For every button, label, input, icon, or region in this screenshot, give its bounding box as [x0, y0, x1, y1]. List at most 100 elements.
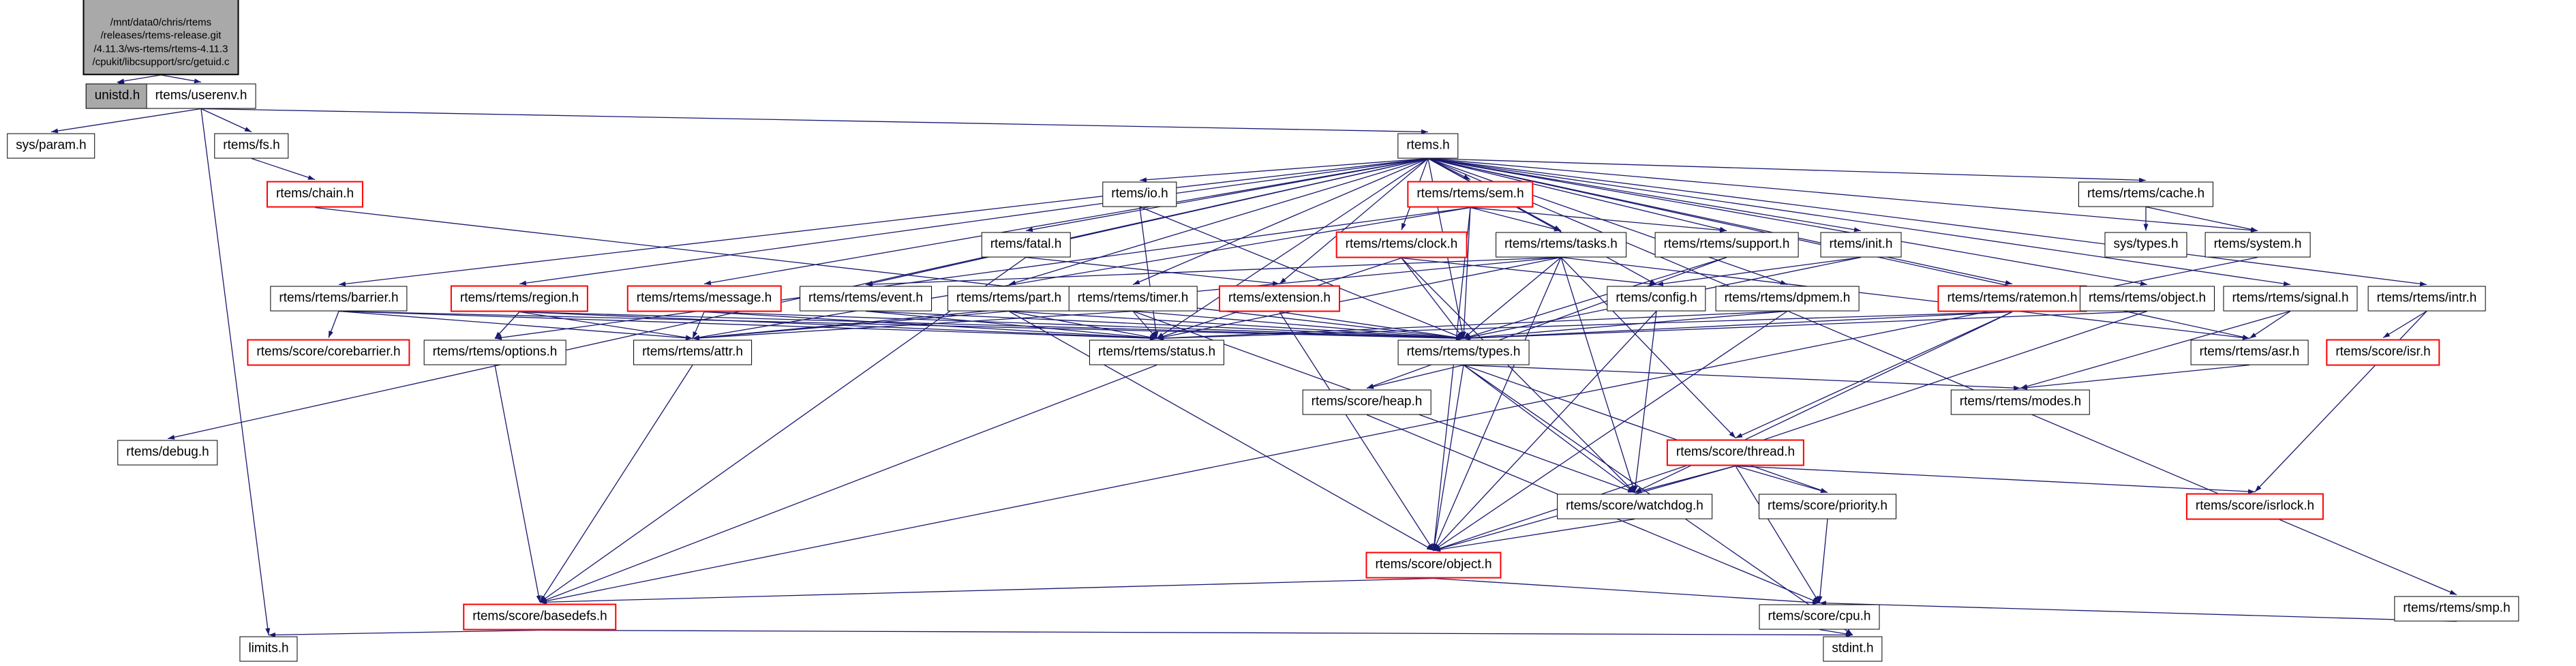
edge-support-rtypes [1463, 256, 1727, 339]
graph-node-smp[interactable]: rtems/rtems/smp.h [2394, 596, 2519, 622]
graph-node-priority[interactable]: rtems/score/priority.h [1759, 494, 1896, 519]
edge-rtypes-modes [1463, 364, 2021, 391]
graph-node-clock[interactable]: rtems/rtems/clock.h [1335, 231, 1468, 258]
graph-node-tasks[interactable]: rtems/rtems/tasks.h [1496, 232, 1626, 258]
edge-basedefs-limits [268, 629, 541, 637]
edge-tasks-thread [1560, 257, 1736, 438]
edge-watchdog-sobject [1433, 518, 1635, 552]
graph-node-timer[interactable]: rtems/rtems/timer.h [1068, 286, 1198, 312]
node-label: rtems/rtems/support.h [1663, 237, 1790, 252]
graph-node-systypes[interactable]: sys/types.h [2104, 232, 2187, 258]
graph-node-thread[interactable]: rtems/score/thread.h [1666, 439, 1805, 466]
graph-node-isr[interactable]: rtems/score/isr.h [2326, 339, 2440, 366]
graph-node-isrlock[interactable]: rtems/score/isrlock.h [2185, 493, 2324, 520]
graph-node-robject[interactable]: rtems/rtems/object.h [2079, 286, 2215, 312]
edge-fatal-extension [1025, 256, 1280, 286]
node-label: sys/param.h [16, 138, 87, 153]
edge-part-status [1008, 310, 1157, 340]
graph-node-sysparam[interactable]: sys/param.h [7, 133, 95, 159]
node-label: rtems.h [1406, 138, 1450, 153]
graph-node-extension[interactable]: rtems/extension.h [1219, 285, 1340, 312]
edge-smp-cpu [1819, 601, 2457, 622]
edge-rtems-system [1427, 157, 2258, 233]
edge-tasks-event [865, 256, 1562, 287]
graph-node-cpu[interactable]: rtems/score/cpu.h [1759, 604, 1880, 630]
edge-sem-options [494, 207, 1471, 340]
node-label: rtems/score/heap.h [1311, 394, 1423, 409]
node-label: rtems/config.h [1616, 290, 1697, 305]
edge-dpmem-status [1156, 310, 1788, 341]
node-label: rtems/init.h [1829, 237, 1893, 252]
graph-node-src[interactable]: /mnt/data0/chris/rtems /releases/rtems-r… [82, 0, 239, 75]
graph-node-fs[interactable]: rtems/fs.h [214, 133, 289, 159]
edge-tasks-status [1156, 256, 1562, 339]
graph-node-init[interactable]: rtems/init.h [1820, 232, 1902, 258]
edge-dpmem-sobject [1433, 310, 1788, 551]
graph-node-message[interactable]: rtems/rtems/message.h [626, 285, 782, 312]
graph-node-intr[interactable]: rtems/rtems/intr.h [2367, 286, 2486, 312]
edge-ratemon-status [1156, 311, 2013, 341]
edge-clock-watchdog [1401, 258, 1635, 493]
graph-node-status[interactable]: rtems/rtems/status.h [1089, 339, 1225, 365]
graph-node-cache[interactable]: rtems/rtems/cache.h [2078, 181, 2214, 207]
graph-node-options[interactable]: rtems/rtems/options.h [423, 339, 566, 365]
graph-node-userenv[interactable]: rtems/userenv.h [146, 83, 256, 109]
graph-node-fatal[interactable]: rtems/fatal.h [981, 232, 1071, 258]
graph-node-limits[interactable]: limits.h [239, 636, 298, 662]
edge-asr-modes [2020, 364, 2250, 390]
edge-part-attr [692, 310, 1010, 341]
graph-node-ratemon[interactable]: rtems/rtems/ratemon.h [1937, 285, 2087, 312]
graph-node-sem[interactable]: rtems/rtems/sem.h [1407, 181, 1534, 208]
node-label: rtems/score/object.h [1375, 557, 1492, 572]
edge-rtems-extension [1279, 158, 1429, 284]
graph-node-signal[interactable]: rtems/rtems/signal.h [2223, 286, 2358, 312]
graph-node-region[interactable]: rtems/rtems/region.h [450, 285, 589, 312]
graph-node-event[interactable]: rtems/rtems/event.h [800, 286, 932, 312]
edge-signal-asr [2249, 310, 2291, 339]
edge-rtypes-watchdog [1463, 364, 1635, 494]
graph-node-modes[interactable]: rtems/rtems/modes.h [1950, 389, 2091, 415]
node-label: rtems/rtems/ratemon.h [1947, 290, 2078, 305]
node-label: rtems/rtems/dpmem.h [1724, 290, 1851, 305]
edge-message-attr [692, 312, 705, 339]
graph-node-heap[interactable]: rtems/score/heap.h [1302, 389, 1431, 415]
graph-node-barrier[interactable]: rtems/rtems/barrier.h [270, 286, 408, 312]
graph-node-asr[interactable]: rtems/rtems/asr.h [2190, 339, 2309, 365]
graph-node-support[interactable]: rtems/rtems/support.h [1654, 232, 1799, 258]
edge-basedefs-stdint [539, 629, 1853, 637]
graph-node-corebarrier[interactable]: rtems/score/corebarrier.h [247, 339, 410, 366]
graph-node-attr[interactable]: rtems/rtems/attr.h [633, 339, 752, 365]
node-label: rtems/score/isrlock.h [2195, 498, 2315, 513]
graph-node-rtems[interactable]: rtems.h [1397, 133, 1459, 159]
edge-rtems-io [1139, 157, 1429, 183]
graph-node-part[interactable]: rtems/rtems/part.h [947, 286, 1071, 312]
edge-signal-modes [2020, 310, 2291, 389]
node-label: /mnt/data0/chris/rtems /releases/rtems-r… [92, 16, 230, 68]
edge-region-options [494, 312, 520, 339]
graph-node-debug[interactable]: rtems/debug.h [117, 440, 218, 466]
edge-attr-basedefs [539, 365, 693, 603]
edge-thread-cpu [1735, 466, 1820, 603]
node-label: unistd.h [94, 88, 140, 103]
graph-node-rtypes[interactable]: rtems/rtems/types.h [1397, 339, 1530, 365]
graph-node-dpmem[interactable]: rtems/rtems/dpmem.h [1715, 286, 1860, 312]
graph-node-sobject[interactable]: rtems/score/object.h [1365, 551, 1502, 579]
graph-node-watchdog[interactable]: rtems/score/watchdog.h [1557, 494, 1712, 519]
node-label: sys/types.h [2113, 237, 2179, 252]
edge-rtems-debug [167, 157, 1429, 440]
edge-tasks-watchdog [1560, 257, 1635, 493]
edge-rtems-message [703, 157, 1429, 286]
graph-node-stdint[interactable]: stdint.h [1823, 636, 1883, 662]
graph-node-unistd[interactable]: unistd.h [85, 83, 149, 109]
graph-node-system[interactable]: rtems/system.h [2204, 232, 2311, 258]
graph-node-io[interactable]: rtems/io.h [1102, 181, 1177, 207]
graph-node-basedefs[interactable]: rtems/score/basedefs.h [463, 603, 617, 631]
edge-support-heap [1366, 256, 1727, 389]
node-label: rtems/rtems/barrier.h [279, 290, 399, 305]
graph-node-config[interactable]: rtems/config.h [1607, 286, 1706, 312]
edge-ratemon-rtypes [1463, 311, 2013, 341]
edge-rtems-barrier [338, 157, 1429, 286]
graph-node-chain[interactable]: rtems/chain.h [266, 181, 364, 208]
edge-robject-sobject [1433, 310, 2148, 551]
